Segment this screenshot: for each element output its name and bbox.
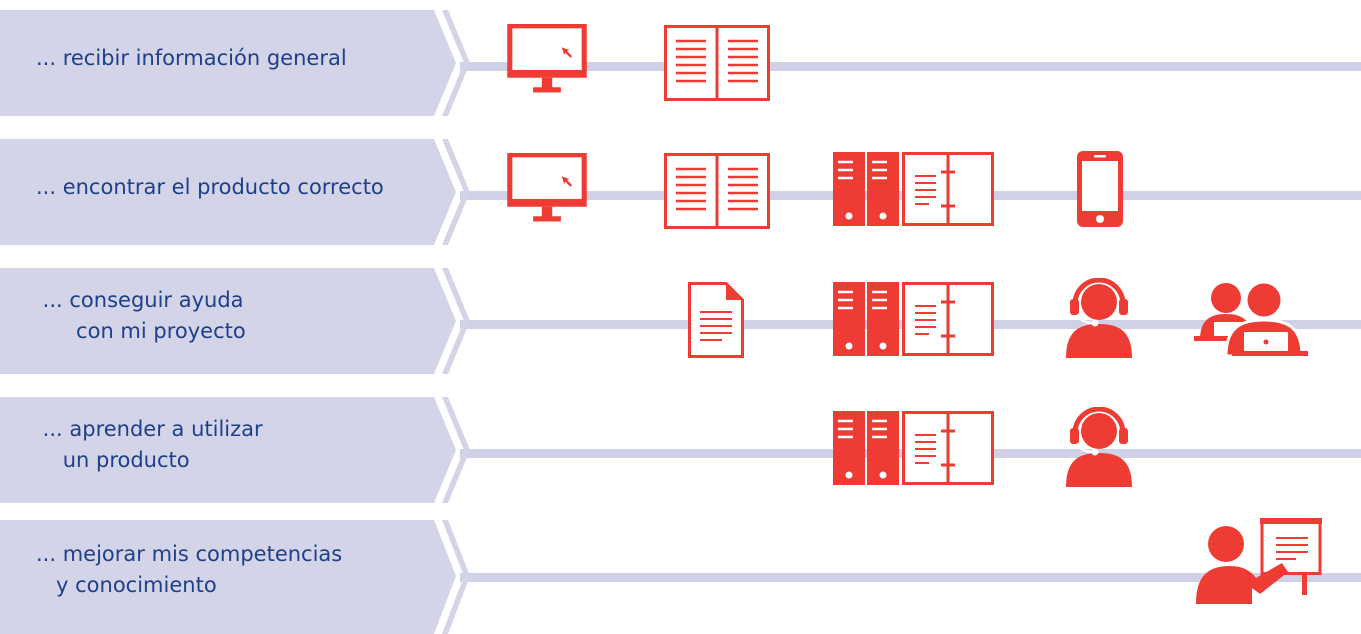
row-label: ... mejorar mis competencias y conocimie… [36,542,343,597]
label-arrow-band [0,520,456,634]
connector-line [460,573,1361,582]
row-mejorar-competencias: ... mejorar mis competencias y conocimie… [0,516,1361,634]
monitor-icon [501,153,593,231]
binders-catalog-icon [833,411,995,485]
row-label: ... recibir información general [36,45,347,70]
row-encontrar-producto: ... encontrar el producto correcto [0,129,1361,245]
label-chevron [442,520,470,634]
row-background [0,10,1361,116]
label-arrow-band [0,397,456,503]
open-book-icon [664,25,770,101]
presenter-icon [1196,518,1324,604]
row-label: ... aprender a utilizar un producto [42,417,263,472]
label-chevron [442,10,470,116]
label-arrow-band [0,139,456,245]
monitor-icon [501,24,593,102]
smartphone-icon [1077,151,1123,227]
connector-line [460,62,1361,71]
binders-catalog-icon [833,152,995,226]
team-laptops-icon [1194,280,1308,356]
support-agent-icon [1064,407,1134,487]
row-aprender-producto: ... aprender a utilizar un producto [0,387,1361,503]
row-label: ... encontrar el producto correcto [36,174,384,199]
binders-catalog-icon [833,282,995,356]
label-arrow-band [0,10,456,116]
label-chevron [442,139,470,245]
open-book-icon [664,153,770,229]
row-conseguir-ayuda: ... conseguir ayuda con mi proyecto [0,258,1361,374]
row-label: ... conseguir ayuda con mi proyecto [42,288,246,343]
label-arrow-band [0,268,456,374]
row-background [0,520,1361,634]
row-recibir-informacion: ... recibir información general [0,0,1361,116]
label-chevron [442,397,470,503]
label-chevron [442,268,470,374]
support-agent-icon [1064,278,1134,358]
document-icon [688,282,744,358]
